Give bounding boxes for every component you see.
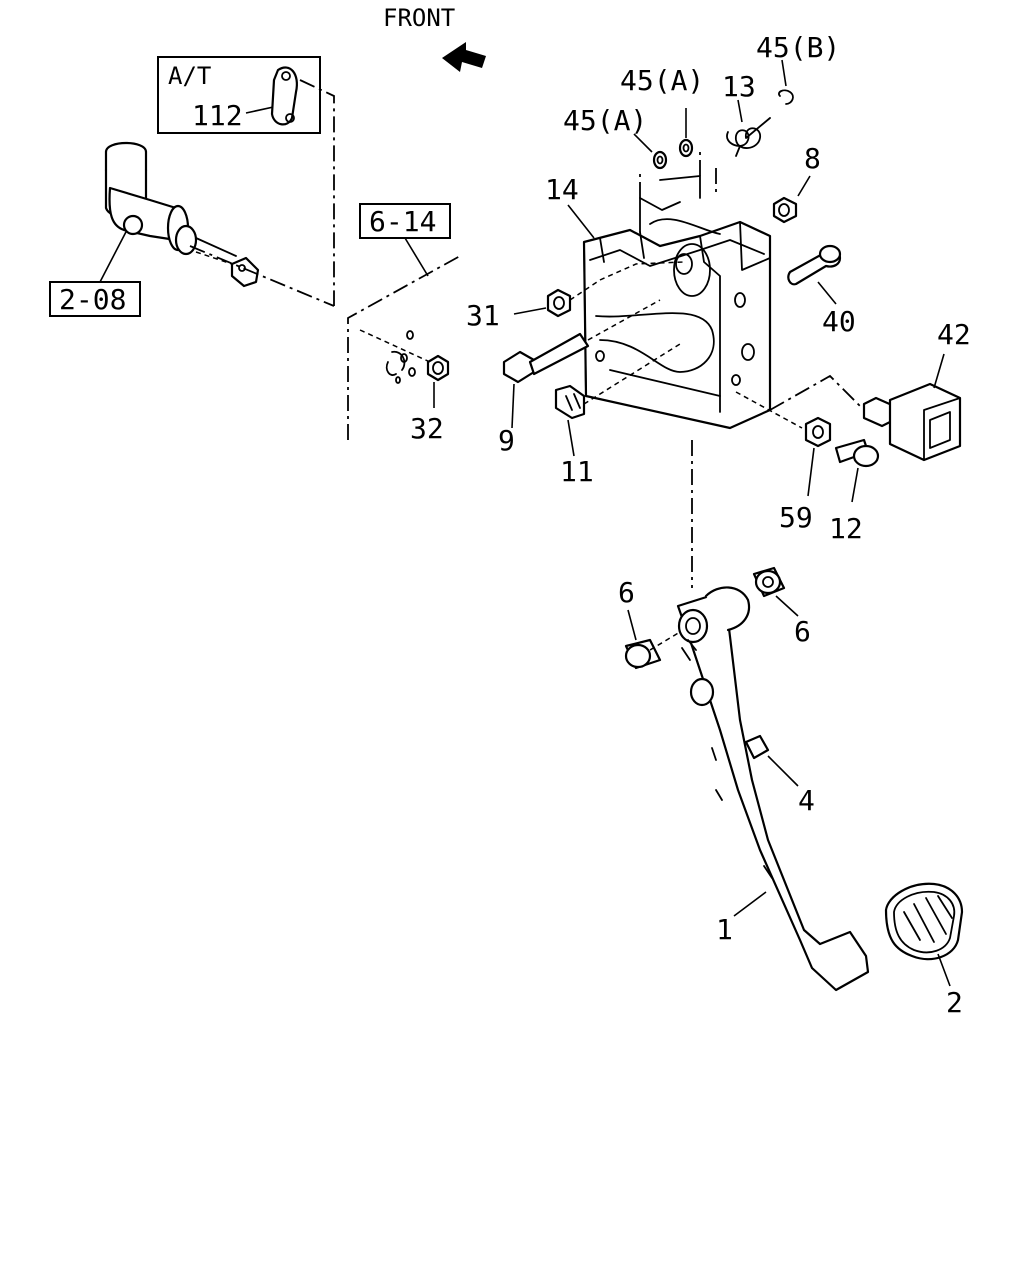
bolt-9: 9 [498,299,661,457]
part-13-label: 13 [722,70,756,103]
clip-45b: 45(B) [756,31,840,105]
clevis-icon [230,256,260,288]
bushing-8: 8 [772,142,821,224]
part-6-right-label: 6 [794,615,811,648]
nut-31: 31 [466,261,685,332]
part-112-label: 112 [192,99,243,132]
part-4-label: 4 [798,784,815,817]
bushing-6-left: 6 [618,576,681,670]
dash-panel-outline [347,255,461,440]
clutch-master-cylinder [104,141,260,288]
part-1-label: 1 [716,913,733,946]
front-indicator: FRONT [383,4,486,72]
part-8-label: 8 [804,142,821,175]
part-32-label: 32 [410,412,444,445]
reference-2-08: 2-08 [49,227,141,317]
part-6-left-label: 6 [618,576,635,609]
bushing-6-right: 6 [752,566,811,648]
part-42-label: 42 [937,318,971,351]
front-arrow-icon [442,42,486,72]
ref-6-14-label: 6-14 [369,205,436,238]
front-label: FRONT [383,4,455,32]
return-spring-13: 13 [715,70,771,196]
part-9-label: 9 [498,424,515,457]
clip-11: 11 [554,343,681,488]
nut-32: 32 [410,354,450,445]
reference-6-14: 6-14 [359,203,451,277]
leader-112-to-panel [299,79,335,306]
bushing-45a-lower: 45(A) [563,104,668,198]
pedal-pad-2: 2 [884,882,964,1019]
part-45a-upper-label: 45(A) [620,64,704,97]
part-31-label: 31 [466,299,500,332]
clutch-pedal-arm-1: 1 [676,586,870,992]
switch-42: 42 [769,318,971,462]
part-45b-label: 45(B) [756,31,840,64]
clip-112-icon [270,66,298,126]
pedal-bracket-14: 14 [545,173,772,430]
part-2-label: 2 [946,986,963,1019]
part-14-label: 14 [545,173,579,206]
ref-2-08-label: 2-08 [59,283,126,316]
clip-4: 4 [744,734,815,817]
bolt-12: 12 [735,391,880,545]
part-40-label: 40 [822,305,856,338]
bushing-45a-upper: 45(A) [620,64,704,176]
at-inset-box: A/T 112 [157,56,321,134]
part-45a-lower-label: 45(A) [563,104,647,137]
leader-cylinder-to-panel [189,245,335,307]
part-11-label: 11 [560,455,594,488]
part-59-label: 59 [779,501,813,534]
part-12-label: 12 [829,512,863,545]
pin-40: 40 [787,244,856,338]
nut-59: 59 [779,416,832,534]
at-inset-title: A/T [168,62,211,90]
